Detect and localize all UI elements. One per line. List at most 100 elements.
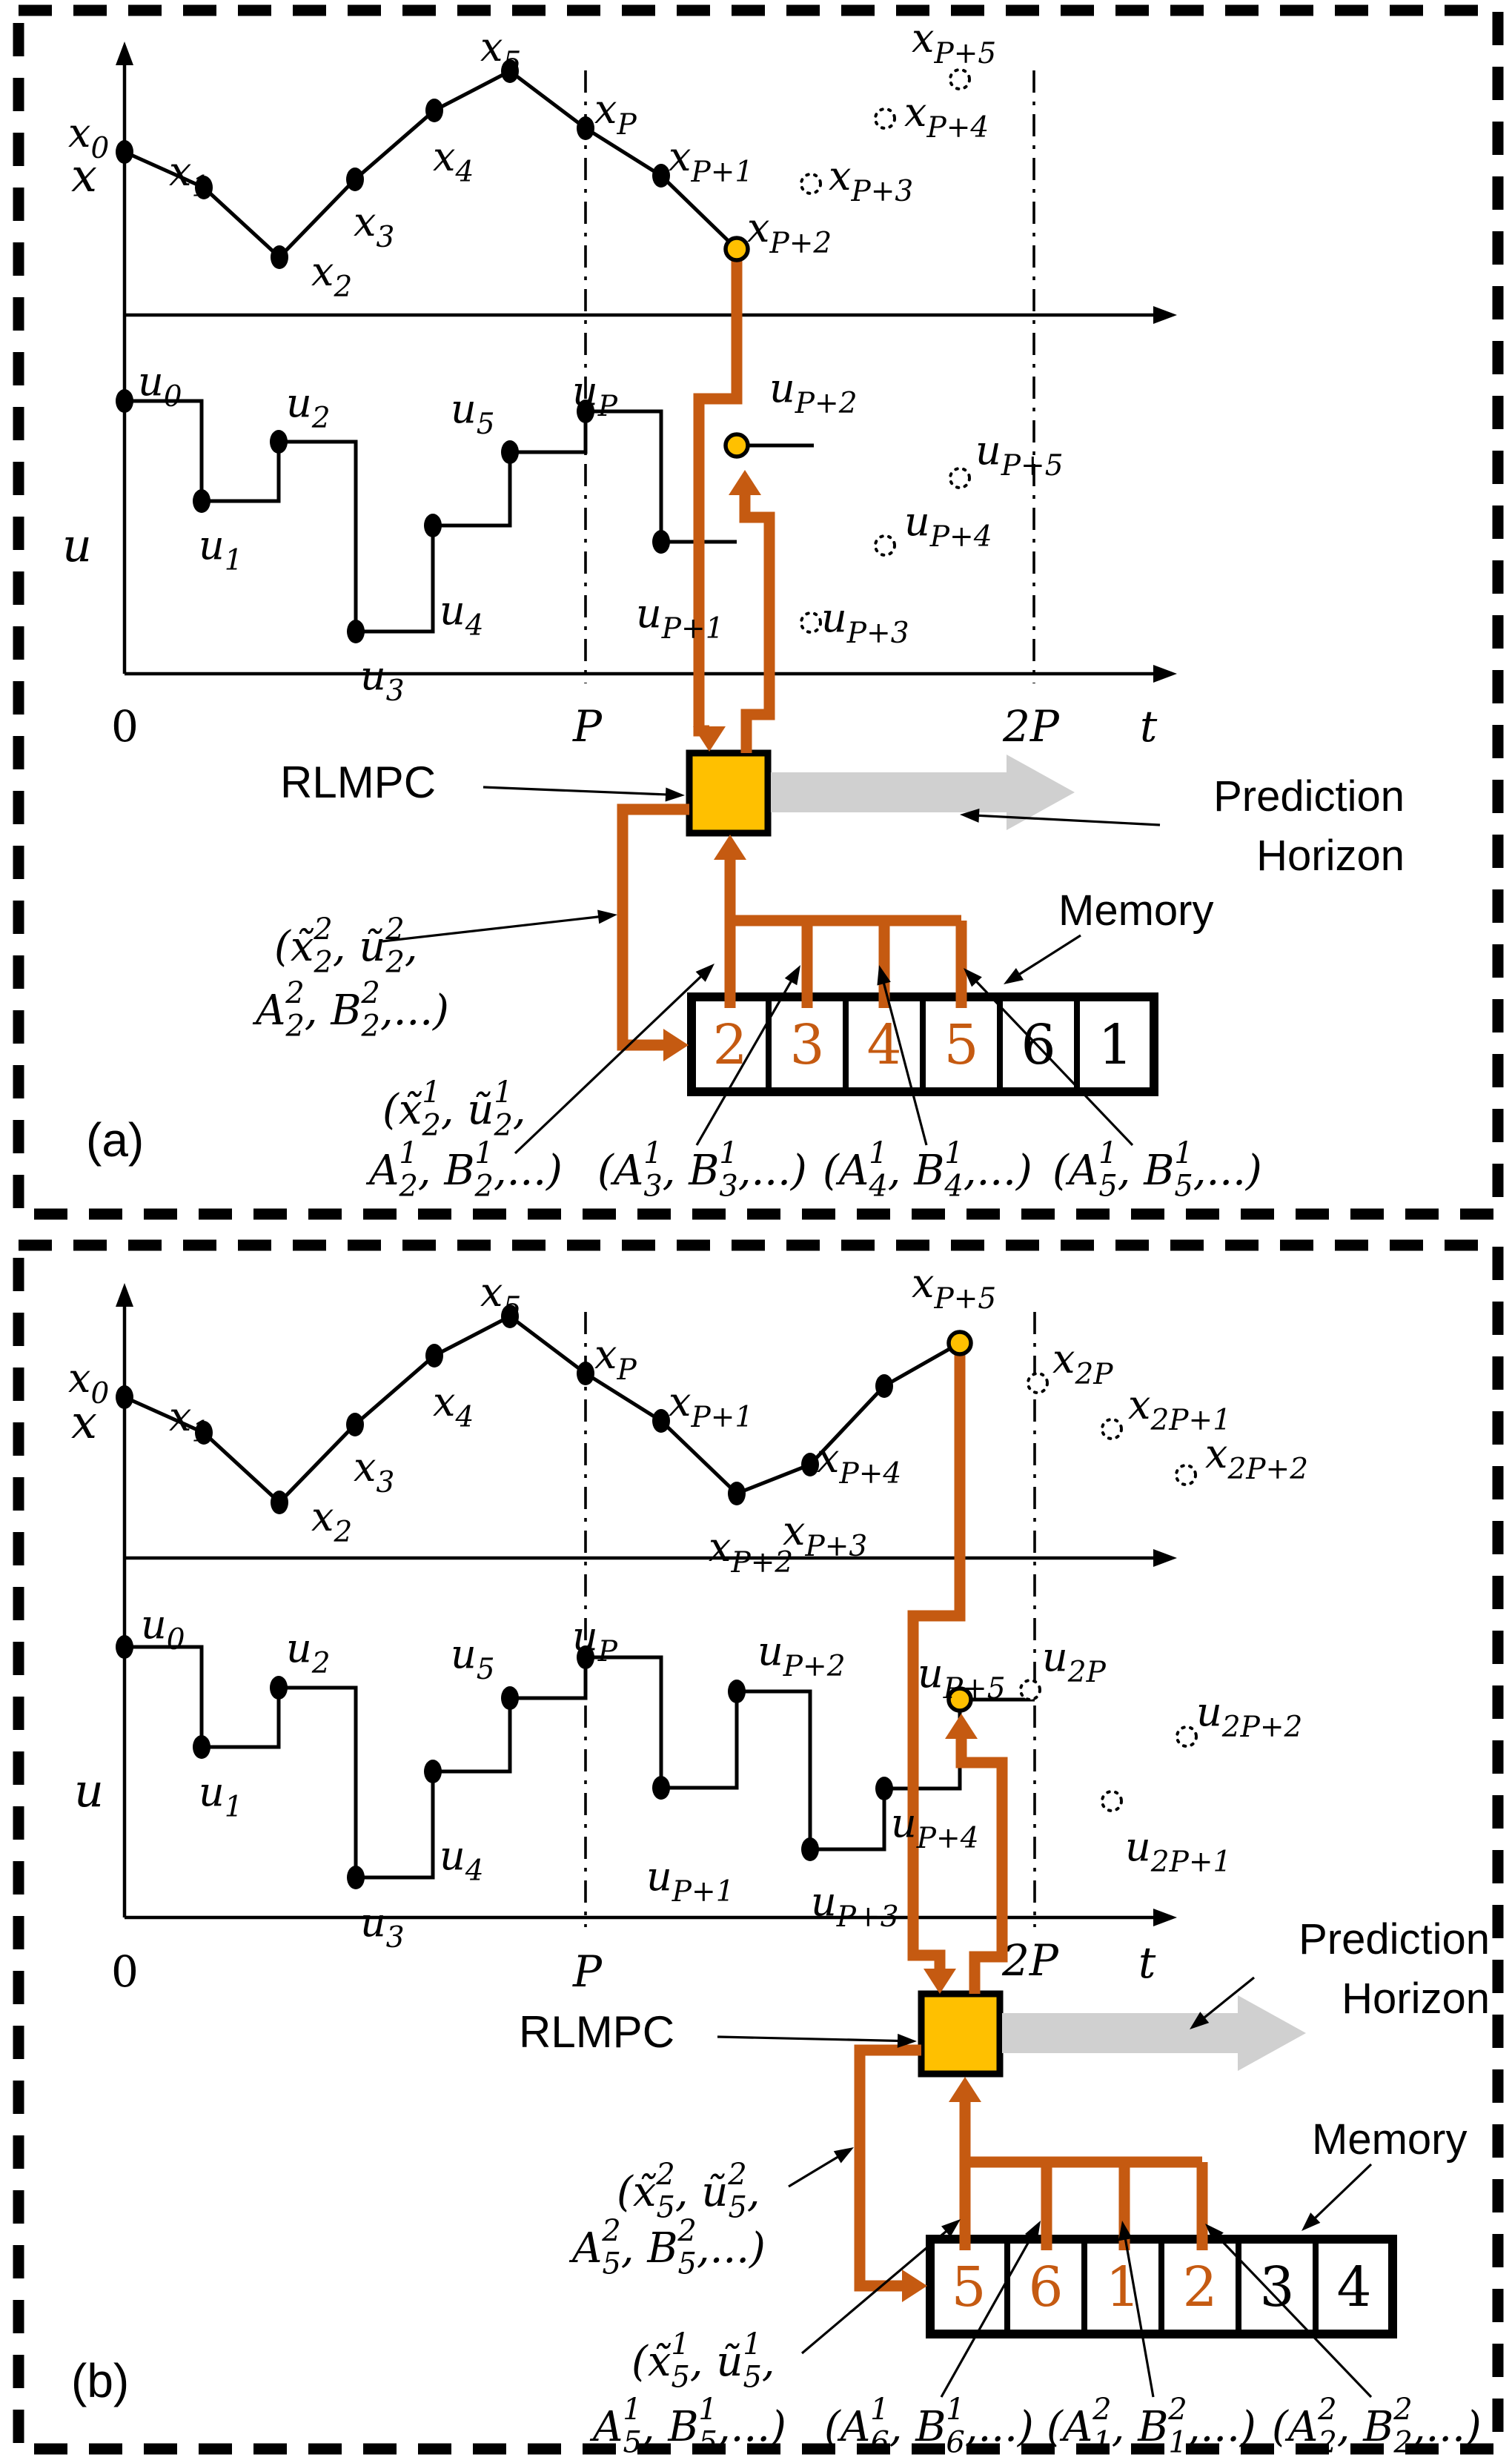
axis-tick-label: P <box>572 1946 603 1997</box>
rlmpc-label: RLMPC <box>519 2007 674 2057</box>
origin-label: 0 <box>111 1946 139 1997</box>
math-sub: 2P+1 <box>1150 1404 1231 1437</box>
math-run: x <box>669 133 691 180</box>
math-sub: 5 <box>743 2361 761 2395</box>
point-label: u4 <box>440 587 484 643</box>
math-sub: 1 <box>225 1791 243 1824</box>
math-run: u <box>199 522 225 568</box>
math-run: x <box>480 1269 503 1316</box>
data-point <box>501 59 519 83</box>
point-label: u2P+2 <box>1196 1688 1302 1744</box>
data-point <box>801 1837 819 1861</box>
tuple-pointer-arrow <box>1214 2233 1373 2399</box>
math-sub: P+3 <box>850 175 913 208</box>
axis-tick-label: 2P <box>1001 1935 1059 1986</box>
point-label: x2P+1 <box>1128 1382 1231 1437</box>
math-sub: 2 <box>311 1647 331 1680</box>
math-sub: P+2 <box>769 227 832 260</box>
math-run: ,...) <box>1187 2403 1256 2451</box>
tuple-pointer-arrow <box>788 2153 842 2188</box>
point-label: x2P+2 <box>1205 1431 1308 1486</box>
math-sub: 2 <box>361 1010 380 1044</box>
point-label: x3 <box>354 199 394 254</box>
prediction-pointer-arrow-head-icon <box>1190 2012 1210 2029</box>
math-run: x <box>912 15 934 62</box>
point-label: x0 <box>68 1355 109 1410</box>
math-run: x <box>594 1331 617 1378</box>
math-sup: 2 <box>1167 2393 1187 2427</box>
math-run: , <box>405 923 418 971</box>
math-sub: 2 <box>333 271 352 304</box>
axis-tick-label: P <box>572 701 603 752</box>
tuple-label: (x̃52, ũ52, <box>617 2158 760 2225</box>
tuple-pointer-arrow <box>382 915 603 943</box>
math-run: u <box>74 1763 104 1817</box>
flow-arrow-head-icon <box>663 1029 689 1061</box>
math-run: u <box>811 1878 837 1925</box>
math-run: ( <box>1052 1147 1070 1195</box>
predicted-point <box>1101 1418 1123 1440</box>
math-sub: P+2 <box>730 1546 793 1579</box>
data-point <box>652 1776 670 1800</box>
math-run: u <box>572 368 598 414</box>
predicted-point <box>949 68 971 90</box>
math-run: x <box>912 1260 934 1307</box>
flow-arrow-head-icon <box>902 2270 927 2302</box>
math-sup: 2 <box>285 976 304 1010</box>
point-label: x1 <box>169 148 210 204</box>
point-label: xP+4 <box>817 1435 901 1491</box>
predicted-point <box>1101 1790 1123 1812</box>
panel-border <box>13 4 1504 1220</box>
memory-pointer-arrow-head-icon <box>1302 2212 1321 2231</box>
math-sub: 5 <box>477 1653 495 1686</box>
math-sup: 1 <box>422 1075 440 1110</box>
math-sub: 4 <box>868 1170 887 1204</box>
math-run: , <box>762 2338 775 2386</box>
math-run: x <box>904 89 926 136</box>
panel-border <box>13 1239 1504 2455</box>
data-point <box>193 1735 210 1759</box>
math-sub: 3 <box>719 1170 737 1204</box>
math-run: x̃ <box>399 1086 422 1134</box>
math-sub: 6 <box>946 2426 964 2460</box>
math-run: B <box>1143 1147 1174 1195</box>
tuple-pointer-arrow <box>1123 2235 1155 2398</box>
math-run: u <box>440 1832 465 1879</box>
point-label: u4 <box>440 1832 484 1888</box>
panel-a: P2Pxu0t234561x0x1x2x3x4x5xPxP+1xP+2xP+3x… <box>13 4 1504 1220</box>
data-point <box>875 1777 893 1800</box>
math-run: A <box>365 1147 399 1195</box>
memory-cell-value: 5 <box>944 1013 978 1077</box>
axis-arrow-icon <box>1153 306 1177 324</box>
math-run: u <box>286 1625 312 1671</box>
math-run: x <box>817 1435 839 1482</box>
data-point <box>347 1866 365 1889</box>
math-run: x <box>68 110 90 156</box>
math-run: ,...) <box>697 2224 766 2273</box>
prediction-label: Prediction <box>1299 1915 1490 1963</box>
tuple-pointer-arrow-head-icon <box>597 909 617 924</box>
math-run: x <box>669 1379 691 1425</box>
y-axis-arrow-icon <box>116 1283 133 1307</box>
math-sub: P+3 <box>804 1530 867 1563</box>
math-run: x <box>68 1355 90 1402</box>
memory-cell-value: 4 <box>866 1013 901 1077</box>
point-label: u5 <box>451 385 495 441</box>
memory-label: Memory <box>1058 886 1213 935</box>
math-sup: 1 <box>671 2327 689 2361</box>
math-run: ( <box>823 1147 840 1195</box>
math-sub: 2P <box>1074 1358 1113 1391</box>
math-run: u <box>904 498 930 545</box>
math-run: x <box>433 1379 455 1425</box>
math-run: B <box>443 1147 474 1195</box>
math-run: ,...) <box>380 987 449 1035</box>
math-run: x̃ <box>648 2338 672 2386</box>
data-point <box>501 1305 519 1328</box>
math-run: u <box>451 385 477 432</box>
math-run: 0 <box>111 701 139 752</box>
point-label: u3 <box>360 1899 405 1955</box>
state-trajectory <box>123 69 738 260</box>
panel-tag: (b) <box>71 2354 129 2407</box>
math-sub: 2 <box>311 402 331 435</box>
prediction-horizon-arrow <box>771 755 1075 830</box>
